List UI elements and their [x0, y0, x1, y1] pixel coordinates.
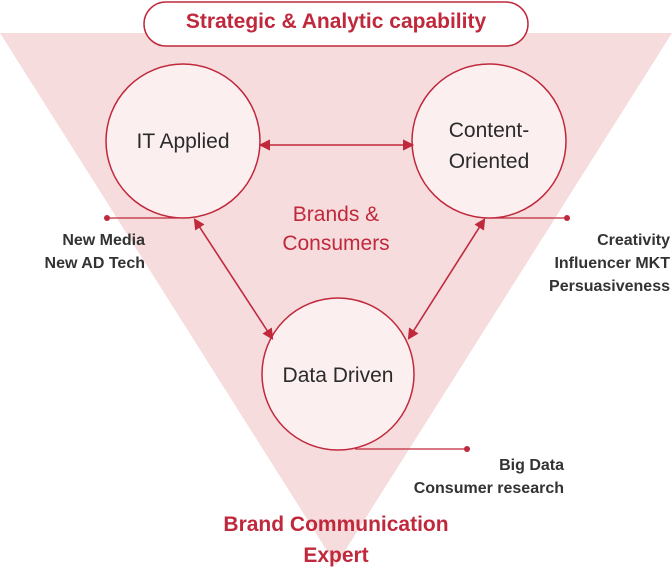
node-circle-data-driven: [261, 297, 415, 451]
annotation-bottom-item: Consumer research: [413, 480, 564, 497]
center-title-line1: Brands &: [292, 203, 380, 226]
annotation-left-item: New AD Tech: [44, 255, 145, 272]
connector-dot-bottom: [464, 446, 470, 452]
connector-dot-right: [564, 215, 570, 221]
annotation-right-item: Creativity: [597, 232, 670, 249]
annotation-right-item: Persuasiveness: [549, 278, 670, 295]
arrow-it-to-data: [193, 218, 274, 340]
footer-title: Brand Communication Expert: [0, 509, 672, 571]
footer-title-line1: Brand Communication: [223, 513, 449, 536]
footer-title-line2: Expert: [303, 544, 369, 567]
title-pill: [143, 1, 529, 47]
annotation-right-item: Influencer MKT: [554, 255, 670, 272]
annotation-left: New Media New AD Tech: [45, 229, 145, 275]
annotation-right: Creativity Influencer MKT Persuasiveness: [549, 229, 670, 298]
node-label-content-oriented-line2: Oriented: [448, 150, 530, 173]
arrow-content-to-data: [407, 218, 486, 340]
node-label-it-applied: IT Applied: [136, 130, 230, 153]
annotation-left-item: New Media: [62, 232, 145, 249]
node-label-data-driven: Data Driven: [282, 364, 394, 387]
node-label-content-oriented-line1: Content-: [448, 119, 530, 142]
diagram-title: Strategic & Analytic capability: [185, 10, 487, 33]
annotation-bottom-item: Big Data: [499, 457, 564, 474]
center-title-line2: Consumers: [282, 232, 390, 255]
center-title: Brands & Consumers: [256, 200, 416, 258]
node-label-content-oriented: Content- Oriented: [412, 115, 566, 177]
connector-dot-left: [104, 215, 110, 221]
annotation-bottom: Big Data Consumer research: [414, 454, 564, 500]
